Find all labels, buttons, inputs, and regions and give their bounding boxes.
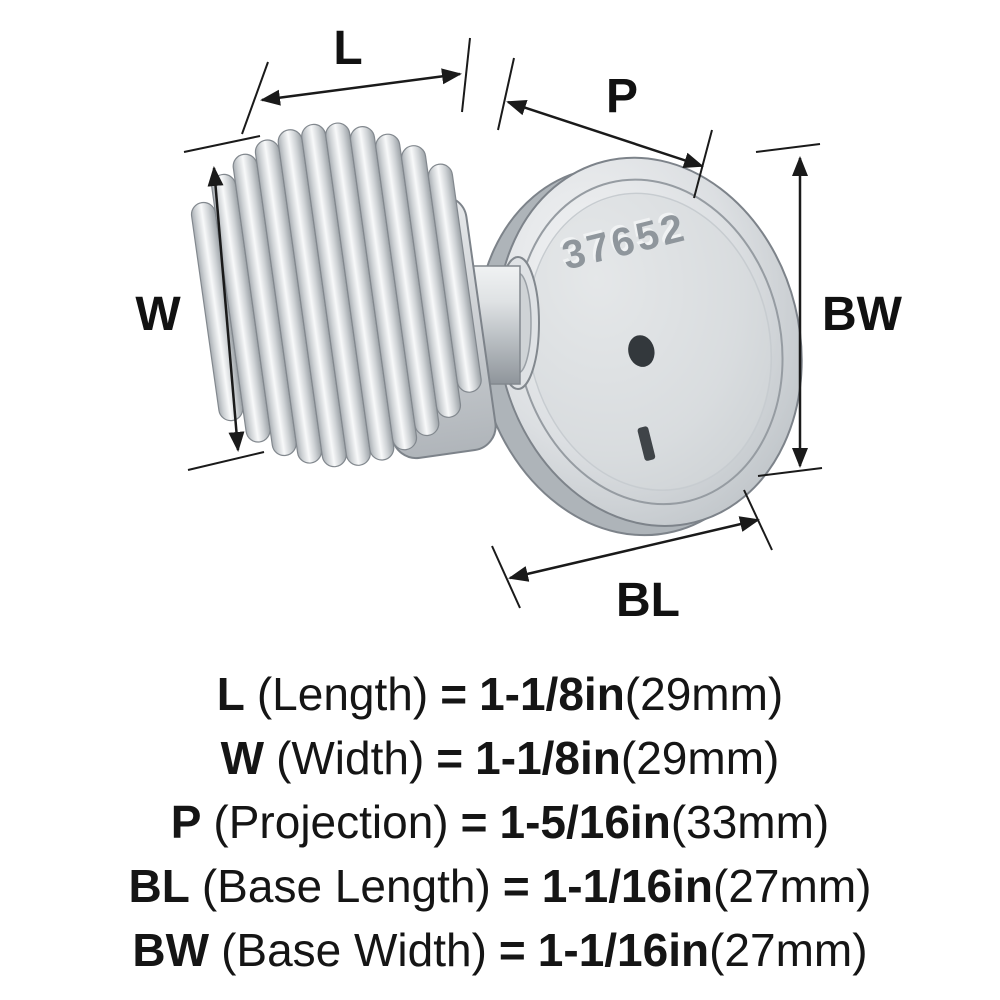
legend-symbol: BW — [132, 924, 210, 976]
legend-row-width: W(Width)=1-1/8in(29mm) — [0, 726, 1000, 790]
legend-symbol: L — [216, 668, 245, 720]
legend-name: (Width) — [276, 732, 425, 784]
extension-line-l-left — [241, 61, 269, 135]
legend-row-projection: P(Projection)=1-5/16in(33mm) — [0, 790, 1000, 854]
legend-equals: = — [436, 732, 464, 784]
dimension-label-p: P — [606, 70, 638, 123]
legend-equals: = — [502, 860, 530, 912]
legend-row-length: L(Length)=1-1/8in(29mm) — [0, 662, 1000, 726]
screw-hole — [628, 335, 655, 367]
legend-name: (Projection) — [213, 796, 449, 848]
legend-symbol: W — [220, 732, 265, 784]
dimension-label-bl: BL — [616, 574, 680, 627]
extension-line-bl-right — [743, 489, 773, 551]
extension-line-w-top — [183, 135, 261, 153]
dimension-lines — [183, 37, 823, 609]
dimension-label-bw: BW — [822, 288, 903, 341]
legend-metric: (27mm) — [709, 924, 868, 976]
product-dimension-diagram: 37652 37652 — [135, 22, 902, 627]
extension-line-bw-top — [755, 143, 821, 153]
legend-symbol: P — [170, 796, 202, 848]
legend-row-base-length: BL(Base Length)=1-1/16in(27mm) — [0, 854, 1000, 918]
knob-technical-drawing: 37652 37652 — [135, 22, 902, 627]
dimension-line-p — [506, 100, 704, 168]
dimension-legend: L(Length)=1-1/8in(29mm) W(Width)=1-1/8in… — [0, 662, 1000, 982]
legend-symbol: BL — [128, 860, 190, 912]
extension-line-bl-left — [491, 545, 521, 609]
legend-metric: (29mm) — [620, 732, 780, 784]
dimension-label-w: W — [135, 288, 181, 341]
legend-equals: = — [460, 796, 488, 848]
legend-metric: (33mm) — [670, 796, 830, 848]
legend-value: 1-1/8in — [475, 732, 621, 784]
legend-name: (Length) — [256, 668, 429, 720]
legend-name: (Base Width) — [221, 924, 487, 976]
extension-line-bw-bottom — [757, 467, 823, 477]
legend-equals: = — [440, 668, 468, 720]
dimension-labels: L P W BW BL — [135, 22, 902, 627]
legend-equals: = — [498, 924, 526, 976]
base-plate: 37652 37652 — [475, 156, 803, 537]
extension-line-l-right — [461, 37, 471, 113]
base-slot — [637, 426, 656, 461]
knob-illustration — [190, 122, 482, 468]
legend-value: 1-1/8in — [479, 668, 625, 720]
legend-value: 1-5/16in — [499, 796, 671, 848]
legend-value: 1-1/16in — [537, 924, 710, 976]
extension-line-p-left — [497, 57, 515, 131]
extension-line-w-bottom — [187, 451, 265, 471]
dimension-line-bl — [508, 516, 760, 582]
knob-flutes — [190, 122, 482, 468]
legend-row-base-width: BW(Base Width)=1-1/16in(27mm) — [0, 918, 1000, 982]
dimension-line-l — [260, 68, 462, 106]
dimension-line-w — [207, 166, 245, 452]
legend-metric: (27mm) — [713, 860, 872, 912]
dimension-label-l: L — [333, 22, 362, 75]
legend-metric: (29mm) — [624, 668, 784, 720]
legend-value: 1-1/16in — [541, 860, 714, 912]
legend-name: (Base Length) — [201, 860, 491, 912]
extension-line-p-right — [693, 129, 713, 199]
